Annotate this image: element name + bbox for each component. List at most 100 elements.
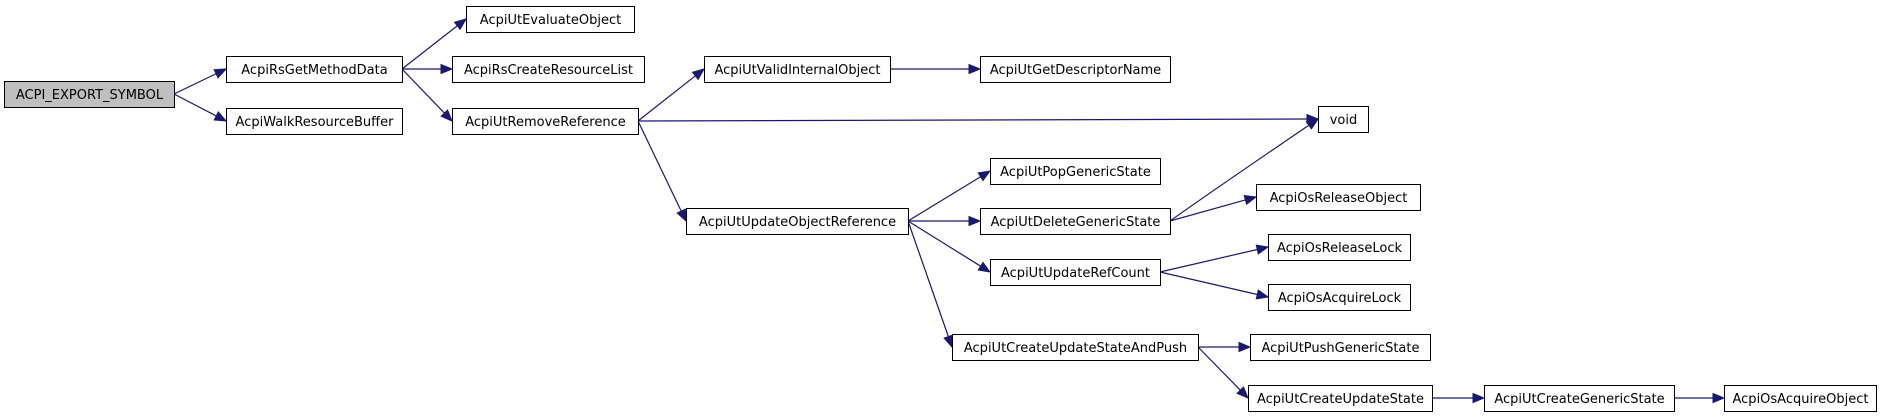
edge-delgen-to-void <box>1169 118 1320 222</box>
edge-line <box>907 220 949 337</box>
edge-updref-to-osrellock <box>1159 244 1270 273</box>
node-box[interactable] <box>952 334 1199 361</box>
node-label: AcpiRsGetMethodData <box>241 63 387 78</box>
edge-removeref-to-updobjref <box>637 120 687 223</box>
edge-line <box>173 73 217 95</box>
node-label: AcpiUtCreateGenericState <box>1494 392 1664 407</box>
node-box[interactable] <box>704 56 891 83</box>
node-box[interactable] <box>980 56 1171 83</box>
node-box[interactable] <box>990 158 1161 185</box>
arrowhead <box>1238 341 1252 353</box>
edge-root-to-walkres <box>173 93 228 122</box>
arrowhead <box>453 18 468 31</box>
node-removeref[interactable]: AcpiUtRemoveReference <box>452 108 639 135</box>
edge-creategen-to-osacqobj <box>1674 392 1726 404</box>
edge-line <box>401 68 445 114</box>
node-rsgetmethod[interactable]: AcpiRsGetMethodData <box>226 56 403 83</box>
node-osacqlock[interactable]: AcpiOsAcquireLock <box>1268 284 1411 311</box>
node-evalobj[interactable]: AcpiUtEvaluateObject <box>466 6 635 33</box>
node-void[interactable]: void <box>1318 106 1369 133</box>
edge-line <box>1159 271 1258 296</box>
node-validint[interactable]: AcpiUtValidInternalObject <box>704 56 891 83</box>
node-box[interactable] <box>1250 334 1431 361</box>
node-createupd[interactable]: AcpiUtCreateUpdateState <box>1248 385 1433 412</box>
node-box[interactable] <box>226 108 403 135</box>
node-walkres[interactable]: AcpiWalkResourceBuffer <box>226 108 403 135</box>
node-root[interactable]: ACPI_EXPORT_SYMBOL <box>4 81 175 108</box>
arrowhead <box>676 208 687 223</box>
node-box[interactable] <box>466 6 635 33</box>
edge-validint-to-descname <box>890 63 982 75</box>
node-box[interactable] <box>686 208 909 235</box>
edge-updobjref-to-delgen <box>908 215 982 227</box>
node-box[interactable] <box>990 259 1161 286</box>
node-label: AcpiUtPopGenericState <box>1000 165 1151 180</box>
node-label: AcpiUtCreateUpdateState <box>1257 392 1424 407</box>
edge-updobjref-to-createupdpush <box>907 220 954 349</box>
root-node-box[interactable] <box>4 81 175 108</box>
node-box[interactable] <box>226 56 403 83</box>
node-box[interactable] <box>1268 234 1411 261</box>
node-updref[interactable]: AcpiUtUpdateRefCount <box>990 259 1161 286</box>
node-label: AcpiUtUpdateRefCount <box>1001 266 1150 281</box>
node-label: void <box>1330 113 1358 128</box>
node-box[interactable] <box>1724 385 1877 412</box>
node-box[interactable] <box>980 208 1171 235</box>
edge-line <box>1159 248 1258 273</box>
edge-line <box>173 93 217 117</box>
node-updobjref[interactable]: AcpiUtUpdateObjectReference <box>686 208 909 235</box>
edge-createupdpush-to-pushgen <box>1198 341 1252 353</box>
node-descname[interactable]: AcpiUtGetDescriptorName <box>980 56 1171 83</box>
arrowhead <box>213 68 228 79</box>
node-label: AcpiUtValidInternalObject <box>714 63 880 78</box>
node-label: AcpiUtCreateUpdateStateAndPush <box>964 341 1187 356</box>
edge-line <box>637 120 682 212</box>
edge-removeref-to-void <box>637 113 1320 125</box>
node-label: AcpiUtUpdateObjectReference <box>699 215 896 230</box>
node-label: AcpiOsAcquireLock <box>1278 291 1402 306</box>
node-label: AcpiUtEvaluateObject <box>480 13 621 28</box>
node-box[interactable] <box>1268 284 1411 311</box>
node-label: AcpiUtDeleteGenericState <box>991 215 1161 230</box>
node-popgen[interactable]: AcpiUtPopGenericState <box>990 158 1161 185</box>
edge-removeref-to-validint <box>637 68 706 122</box>
arrowhead <box>1236 386 1249 399</box>
edges-layer <box>173 18 1726 404</box>
edge-line <box>637 75 696 122</box>
edge-createupd-to-creategen <box>1432 392 1486 404</box>
node-box[interactable] <box>1248 385 1433 412</box>
edge-createupdpush-to-createupd <box>1197 346 1249 399</box>
node-createres[interactable]: AcpiRsCreateResourceList <box>452 56 645 83</box>
node-box[interactable] <box>452 108 639 135</box>
node-label: AcpiRsCreateResourceList <box>464 63 633 78</box>
node-box[interactable] <box>452 56 645 83</box>
node-delgen[interactable]: AcpiUtDeleteGenericState <box>980 208 1171 235</box>
arrowhead <box>691 68 706 81</box>
edge-line <box>1169 124 1310 222</box>
edge-updobjref-to-updref <box>907 220 992 273</box>
edge-line <box>1169 199 1246 222</box>
node-label: AcpiOsReleaseObject <box>1270 191 1408 206</box>
node-label: AcpiWalkResourceBuffer <box>236 115 395 130</box>
arrowhead <box>943 334 954 349</box>
node-osrelobj[interactable]: AcpiOsReleaseObject <box>1256 184 1421 211</box>
node-osacqobj[interactable]: AcpiOsAcquireObject <box>1724 385 1877 412</box>
node-creategen[interactable]: AcpiUtCreateGenericState <box>1484 385 1675 412</box>
node-pushgen[interactable]: AcpiUtPushGenericState <box>1250 334 1431 361</box>
node-box[interactable] <box>1318 106 1369 133</box>
node-box[interactable] <box>1484 385 1675 412</box>
edge-root-to-rsgetmethod <box>173 68 228 95</box>
arrowhead <box>977 261 992 273</box>
nodes-layer: ACPI_EXPORT_SYMBOLAcpiRsGetMethodDataAcp… <box>4 6 1877 412</box>
edge-line <box>1197 346 1241 391</box>
node-box[interactable] <box>1256 184 1421 211</box>
edge-line <box>907 220 981 267</box>
node-label: AcpiOsAcquireObject <box>1733 392 1869 407</box>
node-createupdpush[interactable]: AcpiUtCreateUpdateStateAndPush <box>952 334 1199 361</box>
edge-line <box>401 25 458 70</box>
edge-rsgetmethod-to-removeref <box>401 68 453 122</box>
arrowhead <box>440 63 454 75</box>
node-osrellock[interactable]: AcpiOsReleaseLock <box>1268 234 1411 261</box>
arrowhead <box>968 63 982 75</box>
